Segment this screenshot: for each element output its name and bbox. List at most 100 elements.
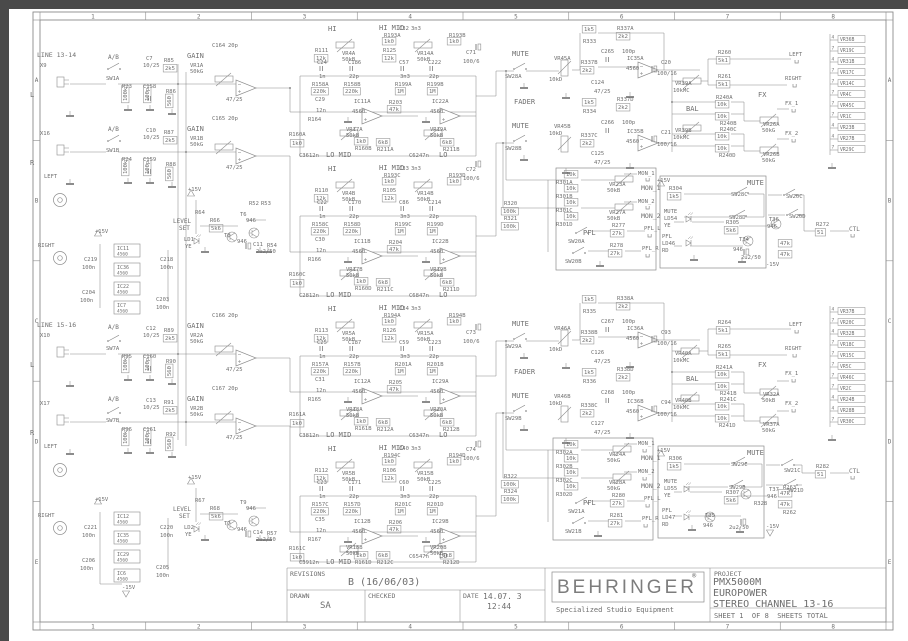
component-label: 47n [419, 554, 429, 560]
component-label: 1k0 [292, 555, 302, 561]
opamp-icon [361, 247, 383, 265]
component-label: 100n [80, 298, 93, 304]
potentiometer-icon [759, 416, 779, 424]
section-label: LO [439, 552, 447, 560]
component-label: 10k [566, 214, 577, 220]
vr-pin-number: 7 [832, 79, 835, 85]
component-label: VR2B [190, 406, 204, 412]
component-label: LD55 [664, 486, 677, 492]
switch-contact [784, 484, 786, 486]
vr-ref-box [837, 329, 866, 337]
component-label: -15V [122, 585, 136, 591]
pot-wiper-arrow [613, 470, 630, 485]
value-box [714, 402, 730, 411]
vr-ref-box [837, 307, 866, 315]
vr-pin-number: 7 [832, 68, 835, 74]
component-label: VR14B [417, 191, 434, 197]
component-label: 12k [316, 196, 327, 202]
switch-contact [781, 464, 783, 466]
component-label: R105 [383, 188, 396, 194]
section-label: PFL [583, 229, 596, 237]
switch-contact [525, 68, 527, 70]
component-label: R240C [720, 127, 737, 133]
sheet-inner-border [39, 19, 887, 623]
grid-column-label: 1 [91, 624, 95, 631]
component-label: VR1B [190, 136, 204, 142]
capacitor-icon [429, 66, 433, 71]
component-label: 50kB [417, 337, 431, 343]
component-label: R301B [556, 194, 573, 200]
vr-ref-box [837, 406, 866, 414]
component-label: +15V [657, 178, 671, 184]
component-label: R211D [443, 287, 460, 293]
component-label: R260 [718, 50, 731, 56]
connector-icon [645, 178, 650, 182]
component-label: R158C [312, 222, 329, 228]
pot-wiper-arrow [340, 542, 357, 557]
value-box [579, 409, 595, 418]
component-label: R110 [315, 188, 328, 194]
component-label: 100k [123, 87, 129, 101]
component-label: R301A [556, 180, 573, 186]
component-label: PFL [662, 508, 673, 514]
component-label: LEFT [789, 52, 803, 58]
value-box [313, 474, 329, 483]
led-icon [193, 525, 200, 533]
component-label: 6k8 [442, 140, 452, 146]
vr-pin-number: 4 [832, 57, 835, 63]
checked-label: CHECKED [368, 592, 396, 600]
ic-designator: IC7 [117, 303, 126, 309]
section-label: HI MID [379, 444, 404, 452]
ic-box [113, 281, 141, 296]
component-label: R278 [610, 243, 623, 249]
component-label: MON_1 [638, 441, 655, 447]
section-label: HI [328, 445, 336, 453]
component-label: 100k [503, 209, 517, 215]
component-label: T9 [240, 500, 247, 506]
value-box [143, 158, 152, 177]
component-label: C221 [84, 525, 97, 531]
vr-ref-box [837, 384, 866, 392]
component-label: R212B [443, 427, 460, 433]
component-label: 946 [237, 239, 247, 245]
component-label: 47/25 [226, 165, 243, 171]
potentiometer-icon [214, 143, 234, 151]
vr-ref-box [837, 417, 866, 425]
component-label: 1k0 [449, 319, 459, 325]
component-label: 12n [316, 248, 326, 254]
value-box [777, 500, 793, 509]
component-label: 220k [345, 229, 359, 235]
value-box [446, 177, 462, 186]
component-label: FX_1 [785, 371, 798, 377]
value-box [777, 250, 793, 259]
value-box [723, 496, 739, 505]
component-label: SW28D [729, 215, 746, 221]
component-label: 3n3 [411, 26, 421, 32]
component-label: C28 [299, 293, 309, 299]
component-label: 2k5 [165, 336, 175, 342]
rca-connector-icon [53, 521, 67, 535]
component-label: R160A [289, 132, 306, 138]
component-label: SW7B [106, 418, 120, 424]
pot-wiper-arrow [336, 318, 353, 333]
ic-box [113, 511, 141, 526]
section-label: LO [439, 291, 447, 299]
component-label: 1n [319, 214, 326, 220]
component-label: PFL_R [642, 516, 659, 522]
component-label: 50kG [762, 158, 775, 164]
polar-capacitor-body [477, 440, 482, 448]
value-box [375, 138, 391, 147]
power-plus-icon [186, 189, 196, 197]
capacitor-icon [429, 346, 433, 351]
opamp-input-marks [238, 152, 241, 161]
switch-contact [107, 412, 109, 414]
junction-dot [671, 101, 673, 103]
component-label: LD2 [184, 525, 194, 531]
value-box [313, 194, 329, 203]
grid-column-label: 6 [620, 14, 624, 21]
component-label: 10k [566, 442, 577, 448]
component-label: 1M [429, 229, 436, 235]
capacitor-icon [147, 169, 151, 174]
section-label: LO MID [326, 431, 351, 439]
value-box [581, 25, 597, 34]
